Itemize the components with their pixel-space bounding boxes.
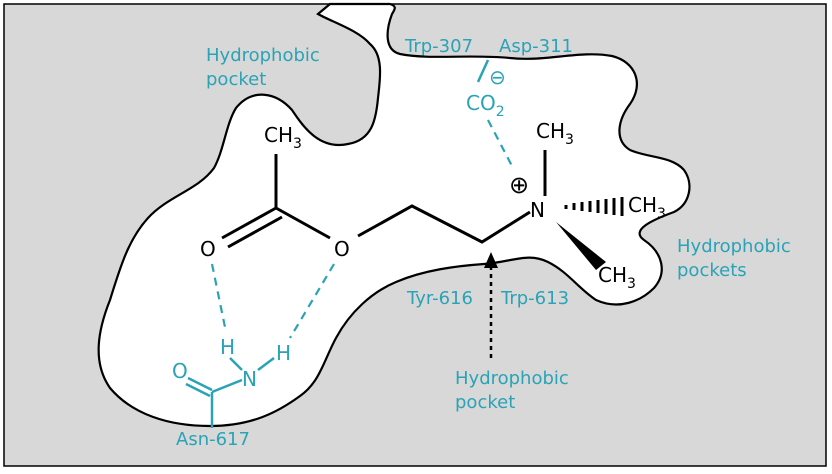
- amide-oxygen: O: [172, 359, 188, 383]
- arrow-head-icon: [484, 252, 498, 268]
- ethylene-chain: [357, 204, 531, 244]
- methyl-n-top: CH3: [536, 119, 574, 148]
- methyl-n-bottom: CH3: [598, 263, 636, 292]
- bond-amide-co-a: [187, 376, 213, 392]
- asp311-label: Asp-311: [499, 36, 573, 57]
- asn617-label: Asn-617: [176, 429, 250, 450]
- bond-c-o-double-b: [227, 215, 283, 249]
- hbond-carbonyl-dash: [210, 263, 228, 333]
- bond-c-o-ester: [275, 206, 331, 240]
- carbonyl-oxygen: O: [200, 237, 216, 261]
- hydrophobic-pocket-label-bottom-line2: pocket: [455, 392, 515, 413]
- methyl-acetyl: CH3: [264, 123, 302, 152]
- bond-amide-co-b: [185, 382, 211, 398]
- positive-charge-icon: ⊕: [509, 171, 529, 199]
- hydrophobic-pocket-label-top-line1: Hydrophobic: [206, 45, 320, 66]
- hydrophobic-pocket-label-bottom-line1: Hydrophobic: [455, 368, 569, 389]
- amide-hydrogen-2: H: [276, 341, 291, 365]
- carboxylate-atom: CO2: [466, 91, 505, 120]
- hashed-wedge-bond: [564, 197, 624, 216]
- trp307-label: Trp-307: [404, 36, 473, 57]
- ionic-interaction-dash: [487, 119, 513, 167]
- amide-hydrogen-1: H: [220, 335, 235, 359]
- bond-h2-n: [257, 357, 275, 371]
- trp613-label: Trp-613: [500, 288, 569, 309]
- hydrophobic-pockets-label-line1: Hydrophobic: [677, 236, 791, 257]
- bond-amide-cn: [211, 378, 243, 394]
- hbond-ester-dash: [289, 263, 335, 339]
- bond-h1-n: [229, 357, 243, 371]
- hydrophobic-pocket-label-top-line2: pocket: [206, 69, 266, 90]
- methyl-n-right: CH3: [628, 193, 666, 222]
- negative-charge-icon: ⊖: [489, 65, 506, 89]
- tyr616-label: Tyr-616: [406, 288, 473, 309]
- amide-nitrogen: N: [242, 367, 257, 391]
- hydrophobic-pockets-label-line2: pockets: [677, 260, 747, 281]
- quaternary-nitrogen: N: [530, 198, 545, 222]
- bond-c-o-double-a: [221, 206, 277, 240]
- ester-oxygen: O: [334, 237, 350, 261]
- solid-wedge-bond: [556, 222, 606, 270]
- asp-sidechain-bond: [476, 59, 490, 83]
